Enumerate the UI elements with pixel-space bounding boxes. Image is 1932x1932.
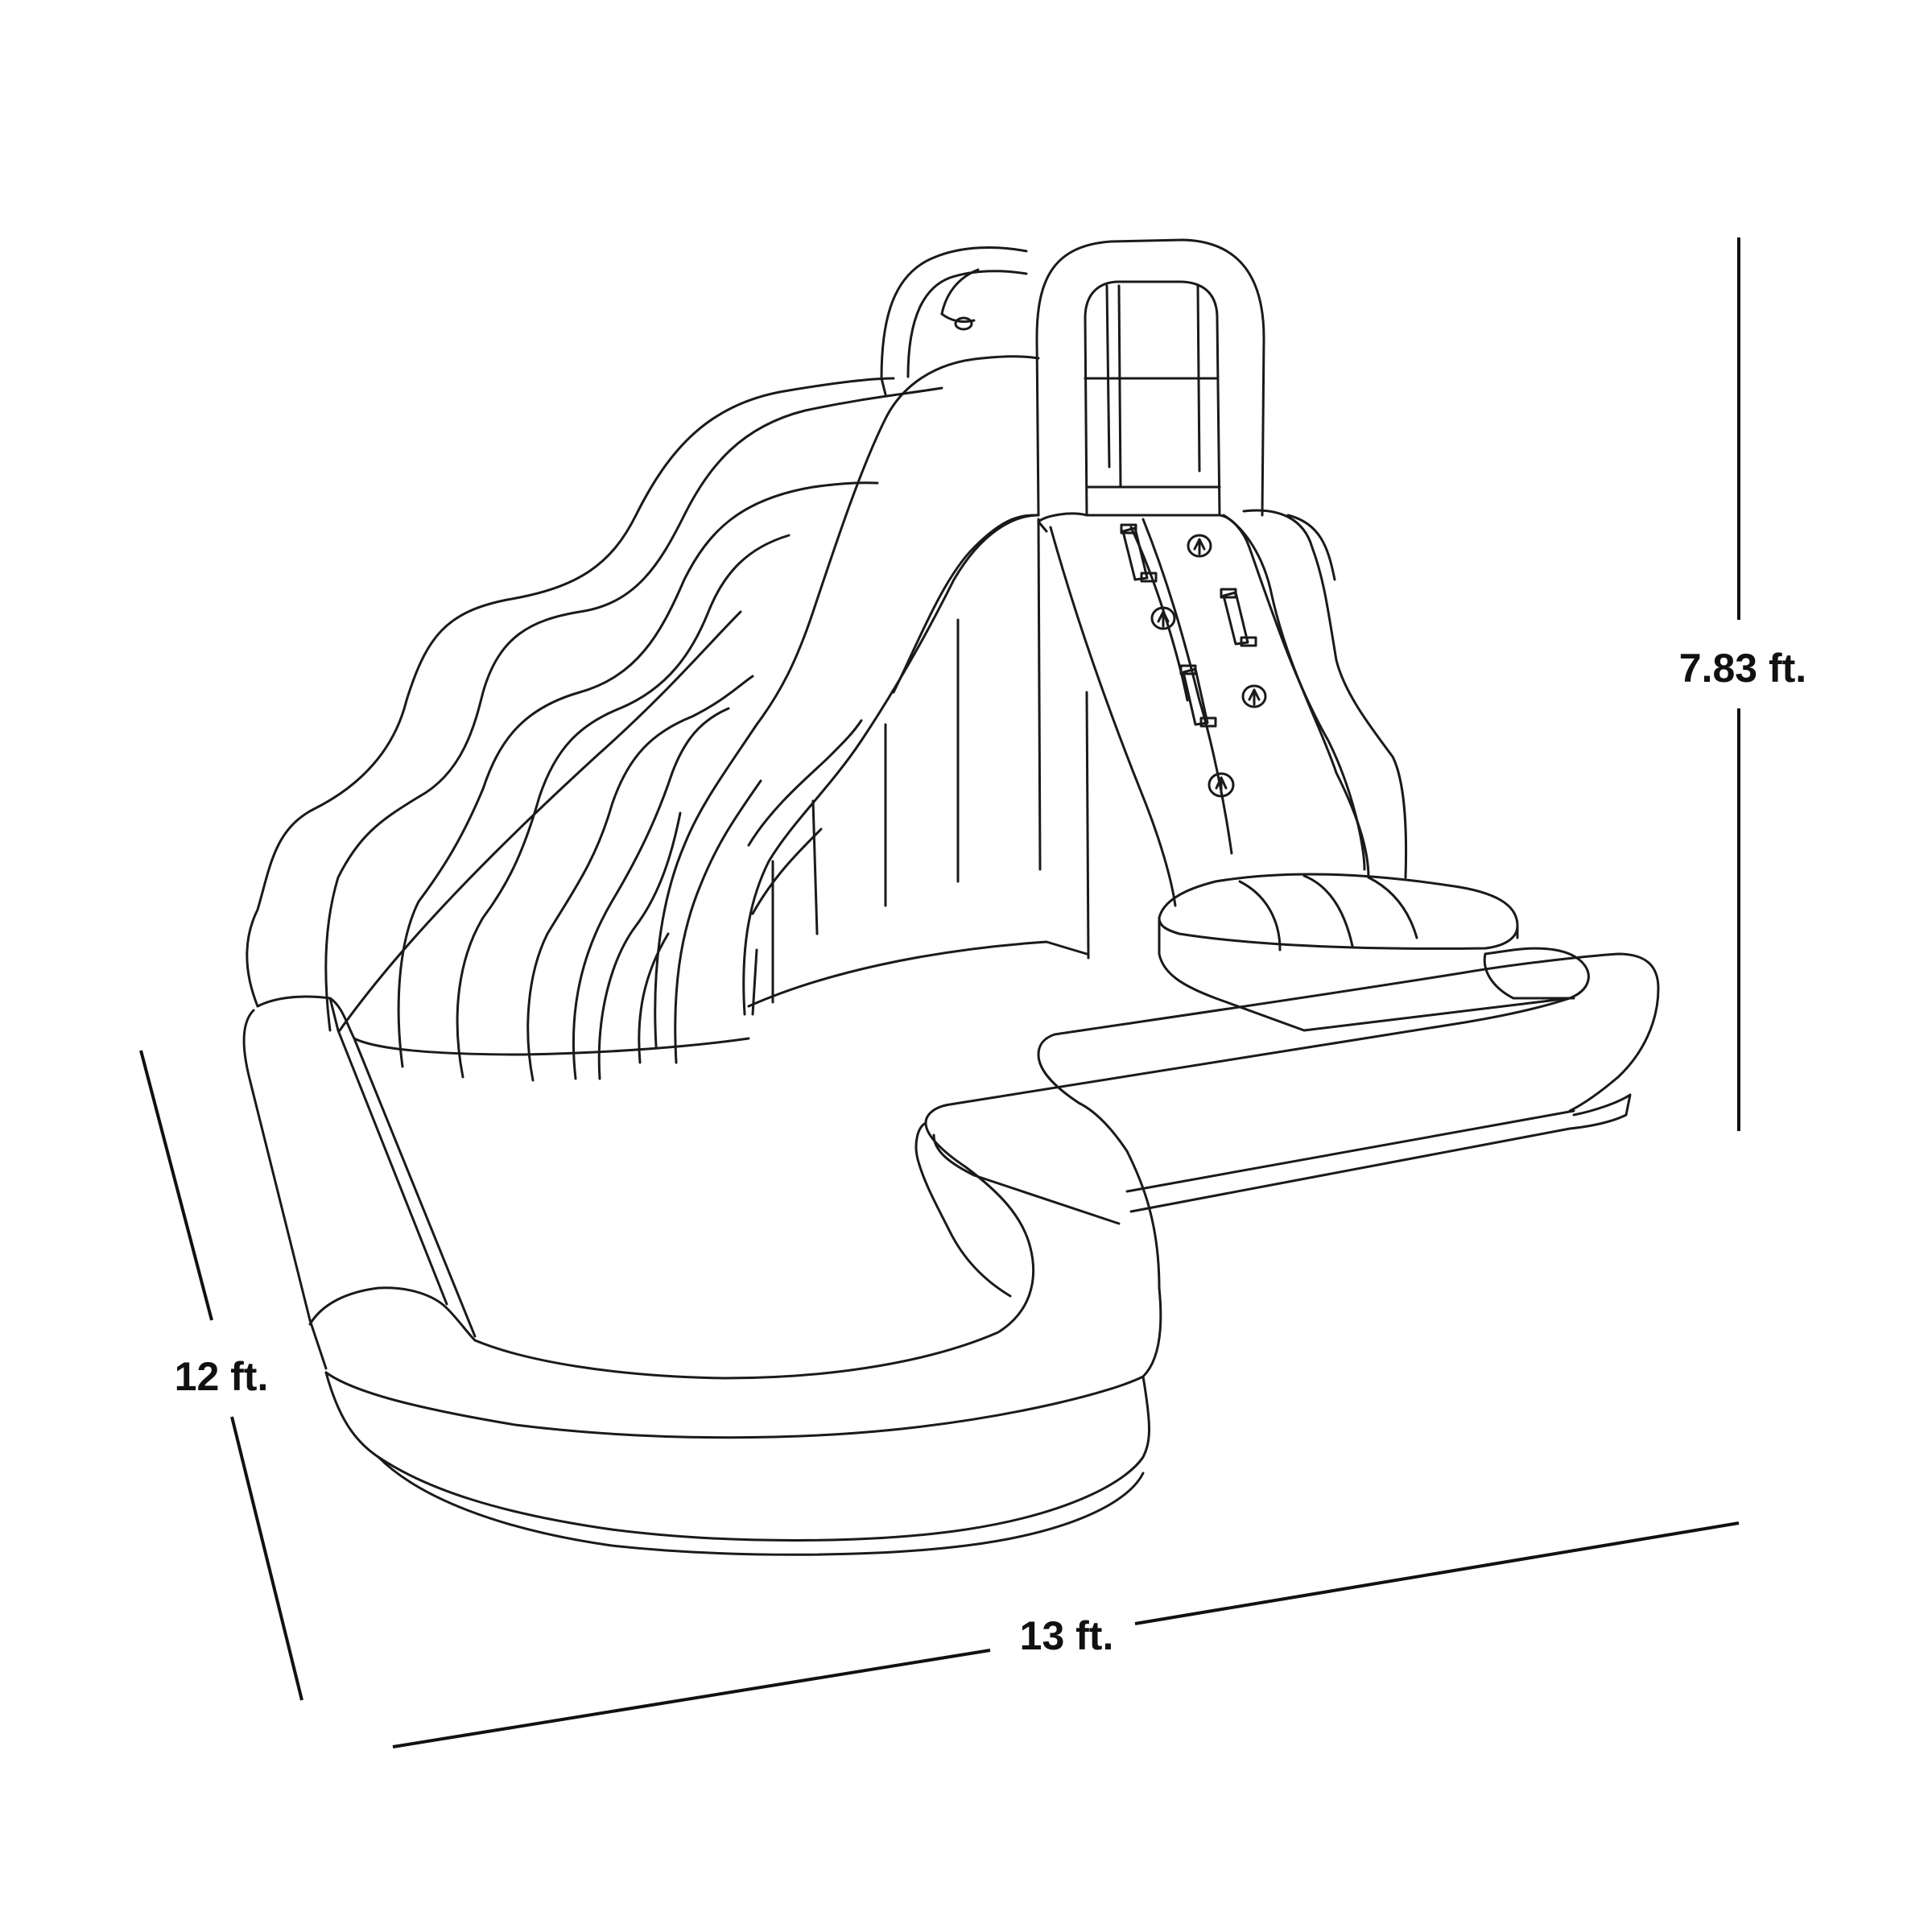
depth-dimension-line-upper [139,1050,213,1321]
climb-handle-cap [1220,588,1237,599]
landing-bench [1158,873,1519,1032]
main-slide-lane [654,355,1040,1064]
pool-floor [353,948,758,1056]
climb-handle-cap [1120,523,1137,535]
climb-handle [1222,591,1249,646]
dimension-lines [139,237,1740,1748]
slide-lanes [246,377,943,1082]
width-dimension-line-left [392,1649,991,1748]
center-baffles [747,518,1088,1008]
foothold [1241,684,1267,708]
climb-handle-cap [1199,716,1217,728]
climb-handle-cap [1179,664,1197,675]
pool-wall [242,947,1660,1556]
climbing-wall [1037,509,1408,960]
climb-handle-cap [1140,572,1158,583]
climb-handle-cap [1240,636,1257,647]
depth-dimension-label: 12 ft. [167,1353,275,1400]
climbing-handles [1120,523,1257,728]
water-slide-outline [242,238,1660,1556]
foothold [1150,606,1176,630]
rear-tower [880,246,1028,396]
depth-dimension-line-lower [230,1416,303,1701]
front-arch [1035,238,1265,517]
climb-handle [1182,667,1209,726]
width-dimension-label: 13 ft. [1013,1612,1121,1659]
foothold [1208,772,1235,798]
height-dimension-label: 7.83 ft. [1672,645,1814,691]
climb-handle [1121,526,1149,581]
climbing-footholds [1150,534,1267,798]
foothold [1187,534,1212,558]
width-dimension-line-right [1134,1521,1740,1625]
